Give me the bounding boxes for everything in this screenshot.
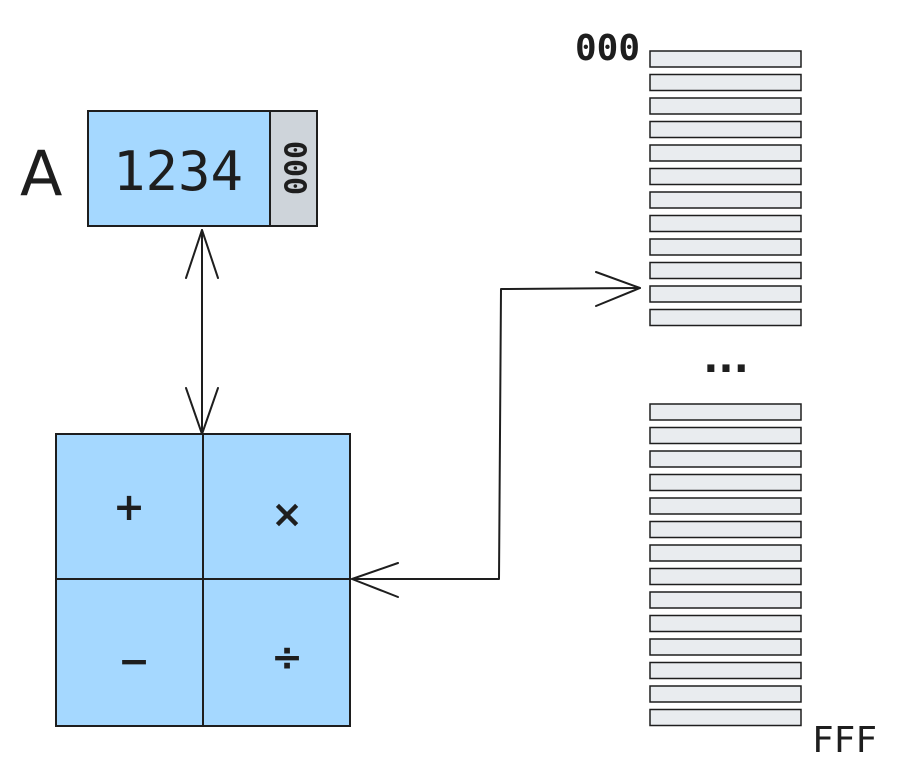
alu-op-add: +: [113, 485, 145, 529]
memory-top-cell: [649, 97, 802, 115]
memory-bottom-cell: [649, 638, 802, 656]
memory-bottom-cell: [649, 403, 802, 421]
memory-bottom-cell: [649, 591, 802, 609]
memory-top-cell: [649, 261, 802, 280]
memory-top-cell: [649, 308, 802, 327]
memory-top-cell: [649, 238, 802, 256]
memory-top-cell: [649, 144, 802, 162]
memory-bottom-cell: [649, 473, 802, 492]
register-tag: 000: [277, 141, 312, 195]
memory-end-address: FFF: [812, 720, 877, 761]
register-name: A: [20, 137, 62, 210]
memory-top-cell: [649, 73, 802, 92]
memory-bottom-cell: [649, 497, 802, 515]
memory-top-cell: [649, 50, 802, 68]
register-box: [87, 110, 271, 227]
memory-bottom-cell: [649, 685, 802, 703]
alu-op-subtract: −: [118, 639, 150, 683]
memory-alu-arrow: [351, 271, 641, 598]
memory-bottom-cell: [649, 661, 802, 680]
memory-top-cell: [649, 120, 802, 139]
alu-op-multiply: ×: [271, 492, 303, 536]
memory-ellipsis: ...: [703, 336, 749, 382]
memory-bottom-cell: [649, 708, 802, 727]
memory-start-address: 000: [575, 28, 640, 69]
memory-top-cell: [649, 285, 802, 303]
register-value: 1234: [113, 140, 243, 203]
memory-top-cell: [649, 191, 802, 209]
alu-op-divide: ÷: [271, 635, 303, 679]
alu: + × − ÷: [55, 433, 351, 727]
memory-block-top: [649, 50, 802, 327]
memory-bottom-cell: [649, 544, 802, 562]
memory-bottom-cell: [649, 614, 802, 633]
memory-bottom-cell: [649, 567, 802, 586]
memory-top-cell: [649, 167, 802, 186]
memory-top-cell: [649, 214, 802, 233]
memory-bottom-cell: [649, 520, 802, 539]
memory-bottom-cell: [649, 450, 802, 468]
memory-block-bottom: [649, 403, 802, 727]
register-alu-arrow: [185, 229, 219, 435]
register-tag-box: [269, 110, 318, 227]
memory-bottom-cell: [649, 426, 802, 445]
